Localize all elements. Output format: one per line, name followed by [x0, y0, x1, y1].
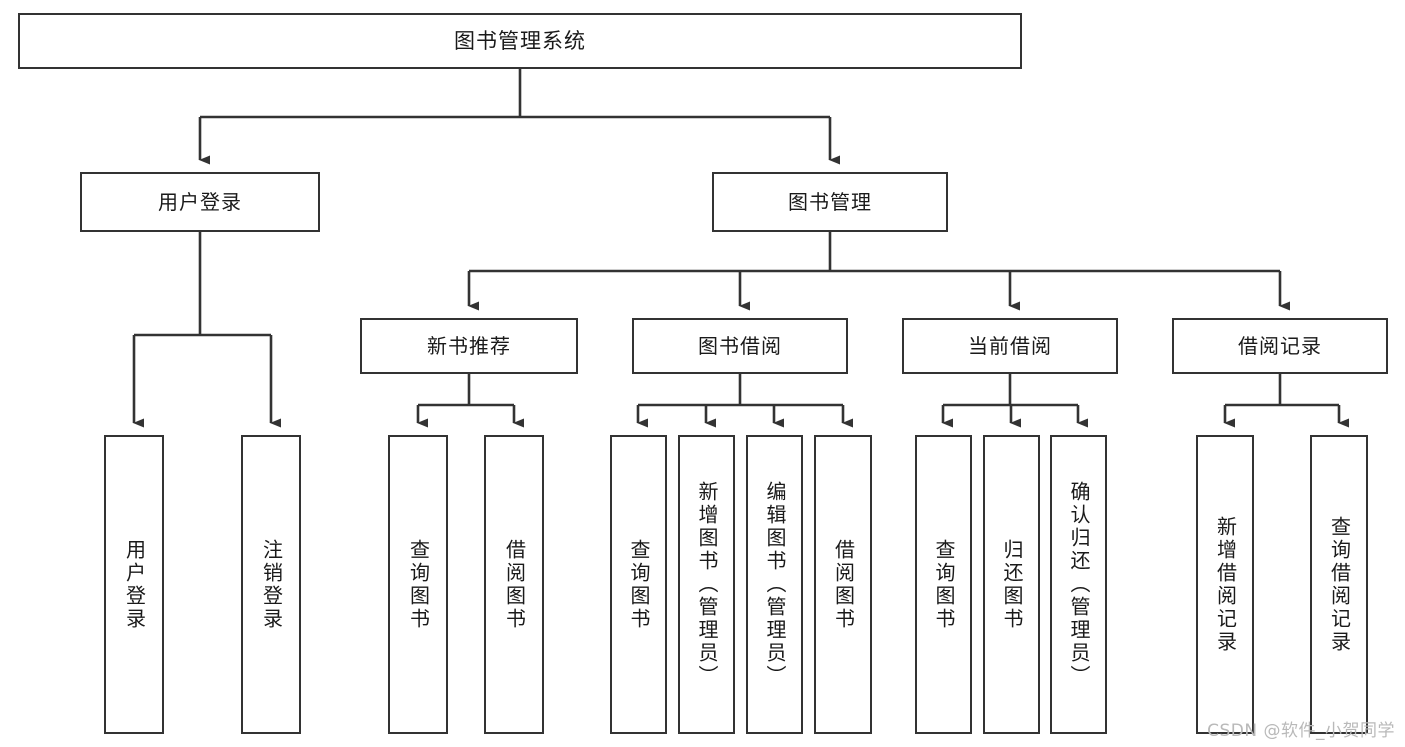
node-label: 查询图书: [627, 538, 651, 631]
node-label: 查询借阅记录: [1327, 515, 1352, 654]
node-book-borrowing[interactable]: 图书借阅: [632, 318, 848, 374]
node-label: 新增图书（管理员）: [695, 481, 719, 688]
leaf-query-books-current[interactable]: 查询图书: [915, 435, 972, 734]
node-label: 归还图书: [1000, 538, 1024, 631]
node-label: 注销登录: [259, 538, 284, 631]
node-label: 图书管理系统: [454, 28, 586, 53]
node-current-borrowing[interactable]: 当前借阅: [902, 318, 1118, 374]
node-label: 查询图书: [406, 538, 431, 631]
node-label: 当前借阅: [968, 333, 1052, 358]
node-label: 新书推荐: [427, 333, 511, 358]
node-label: 用户登录: [158, 189, 242, 214]
node-label: 图书借阅: [698, 333, 782, 358]
leaf-borrow-books-borrowing[interactable]: 借阅图书: [814, 435, 872, 734]
leaf-edit-book-admin[interactable]: 编辑图书（管理员）: [746, 435, 803, 734]
node-label: 用户登录: [122, 538, 147, 631]
node-label: 借阅图书: [831, 538, 856, 631]
leaf-logout[interactable]: 注销登录: [241, 435, 301, 734]
leaf-query-books-borrowing[interactable]: 查询图书: [610, 435, 667, 734]
leaf-add-borrow-record[interactable]: 新增借阅记录: [1196, 435, 1254, 734]
node-label: 编辑图书（管理员）: [763, 481, 787, 688]
node-label: 新增借阅记录: [1213, 515, 1238, 654]
node-label: 借阅记录: [1238, 333, 1322, 358]
node-user-login[interactable]: 用户登录: [80, 172, 320, 232]
leaf-add-book-admin[interactable]: 新增图书（管理员）: [678, 435, 735, 734]
leaf-user-login[interactable]: 用户登录: [104, 435, 164, 734]
csdn-watermark: CSDN @软件_小贺同学: [1207, 721, 1395, 741]
node-book-management[interactable]: 图书管理: [712, 172, 948, 232]
leaf-borrow-books-recommend[interactable]: 借阅图书: [484, 435, 544, 734]
node-new-book-recommendation[interactable]: 新书推荐: [360, 318, 578, 374]
node-borrow-records[interactable]: 借阅记录: [1172, 318, 1388, 374]
leaf-return-books[interactable]: 归还图书: [983, 435, 1040, 734]
node-book-management-system[interactable]: 图书管理系统: [18, 13, 1022, 69]
node-label: 借阅图书: [502, 538, 527, 631]
leaf-confirm-return-admin[interactable]: 确认归还（管理员）: [1050, 435, 1107, 734]
node-label: 确认归还（管理员）: [1067, 481, 1091, 688]
leaf-query-books-recommend[interactable]: 查询图书: [388, 435, 448, 734]
node-label: 查询图书: [932, 538, 956, 631]
leaf-query-borrow-record[interactable]: 查询借阅记录: [1310, 435, 1368, 734]
node-label: 图书管理: [788, 189, 872, 214]
